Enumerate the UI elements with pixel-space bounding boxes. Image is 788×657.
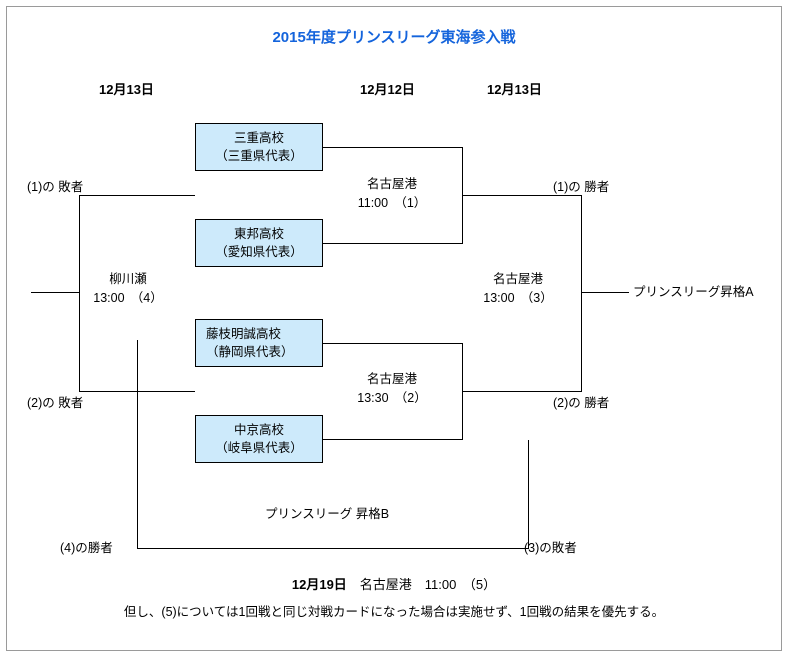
match-venue: 名古屋港 xyxy=(492,272,543,286)
final-match-date: 12月19日 xyxy=(291,577,347,592)
date-header-right: 12月13日 xyxy=(487,82,542,97)
page-border xyxy=(6,6,782,651)
label-loser-match3: (3)の敗者 xyxy=(524,541,577,555)
team-box-toho[interactable]: 東邦高校 （愛知県代表） xyxy=(195,219,323,267)
match-label-3: 名古屋港 13:00 （3） xyxy=(458,270,578,308)
label-promotion-b: プリンスリーグ 昇格B xyxy=(265,507,390,521)
team-region: （静岡県代表） xyxy=(206,345,294,359)
match-venue: 名古屋港 xyxy=(366,177,417,191)
label-loser-match2: (2)の 敗者 xyxy=(27,396,84,410)
connector-match2-to-match3 xyxy=(462,391,582,392)
connector-final-left-vertical xyxy=(137,340,138,549)
label-winner-match2: (2)の 勝者 xyxy=(553,396,610,410)
final-match-detail: 名古屋港 11:00 （5） xyxy=(346,577,497,592)
footnote: 但し、(5)については1回戦と同じ対戦カードになった場合は実施せず、1回戦の結果… xyxy=(123,605,665,619)
match-venue: 名古屋港 xyxy=(366,372,417,386)
connector-match4-output xyxy=(31,292,79,293)
team-region: （三重県代表） xyxy=(215,149,303,163)
connector-match1-to-match3 xyxy=(462,195,582,196)
connector-team2-to-match1 xyxy=(323,243,463,244)
match-time: 13:00 （3） xyxy=(483,290,553,305)
connector-loser1-to-match4 xyxy=(79,195,195,196)
match-time: 11:00 （1） xyxy=(357,195,427,210)
team-name: 中京高校 xyxy=(233,422,284,437)
connector-team3-to-match2 xyxy=(323,343,463,344)
page-title: 2015年度プリンスリーグ東海参入戦 xyxy=(272,29,516,46)
connector-match3-vertical xyxy=(581,195,582,392)
label-winner-match4: (4)の勝者 xyxy=(60,541,113,555)
connector-team4-to-match2 xyxy=(323,439,463,440)
team-region: （愛知県代表） xyxy=(215,245,303,259)
match-time: 13:30 （2） xyxy=(357,390,427,405)
team-box-mie[interactable]: 三重高校 （三重県代表） xyxy=(195,123,323,171)
team-name: 藤枝明誠高校 xyxy=(206,326,282,341)
match-label-2: 名古屋港 13:30 （2） xyxy=(332,370,452,408)
connector-final-right-vertical xyxy=(528,440,529,549)
date-header-middle: 12月12日 xyxy=(360,82,415,97)
match-venue: 柳川瀬 xyxy=(109,272,147,286)
label-winner-match1: (1)の 勝者 xyxy=(553,180,610,194)
connector-team1-to-match1 xyxy=(323,147,463,148)
match-label-4: 柳川瀬 13:00 （4） xyxy=(68,270,188,308)
label-promotion-a: プリンスリーグ昇格A xyxy=(633,285,754,299)
final-match-info: 12月19日 名古屋港 11:00 （5） xyxy=(0,574,788,593)
team-box-chukyo[interactable]: 中京高校 （岐阜県代表） xyxy=(195,415,323,463)
label-loser-match1: (1)の 敗者 xyxy=(27,180,84,194)
match-time: 13:00 （4） xyxy=(93,290,163,305)
team-name: 三重高校 xyxy=(233,130,284,145)
connector-final-horizontal xyxy=(137,548,528,549)
team-region: （岐阜県代表） xyxy=(215,441,303,455)
match-label-1: 名古屋港 11:00 （1） xyxy=(332,175,452,213)
connector-match4-vertical xyxy=(79,195,80,392)
team-name: 東邦高校 xyxy=(233,226,284,241)
date-header-left: 12月13日 xyxy=(99,82,154,97)
team-box-fujieda-meisei[interactable]: 藤枝明誠高校 （静岡県代表） xyxy=(195,319,323,367)
connector-match3-to-promotion-a xyxy=(581,292,629,293)
